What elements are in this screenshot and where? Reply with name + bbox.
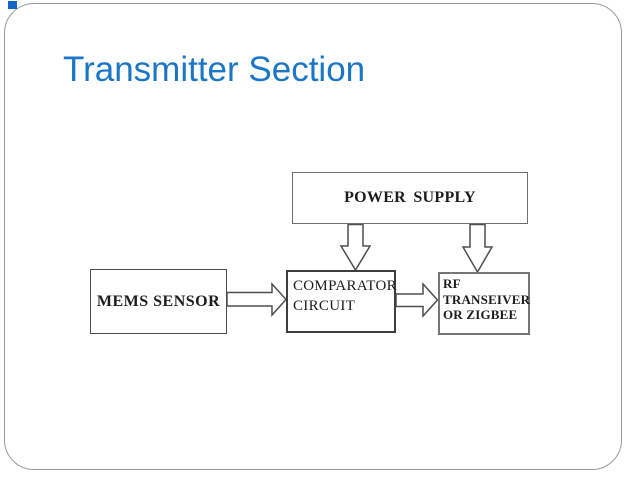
block-comparator-circuit: COMPARATOR CIRCUIT <box>286 270 397 333</box>
block-mems-sensor-label: MEMS SENSOR <box>96 292 221 310</box>
block-rf-transceiver: RF TRANSEIVER OR ZIGBEE <box>438 272 530 335</box>
block-power-supply-label: POWER SUPPLY <box>344 189 476 206</box>
corner-accent-mark <box>8 1 17 9</box>
slide-frame-border <box>4 3 622 470</box>
block-comparator-label-line2: CIRCUIT <box>293 298 356 314</box>
block-comparator-label-line1: COMPARATOR <box>293 278 397 294</box>
block-rf-label-line2: TRANSEIVER <box>443 291 531 307</box>
block-power-supply: POWER SUPPLY <box>292 172 528 224</box>
block-rf-label-line3: OR ZIGBEE <box>443 307 518 322</box>
block-mems-sensor: MEMS SENSOR <box>90 269 227 334</box>
page-title: Transmitter Section <box>63 50 366 89</box>
block-rf-label-line1: RF <box>443 276 461 291</box>
